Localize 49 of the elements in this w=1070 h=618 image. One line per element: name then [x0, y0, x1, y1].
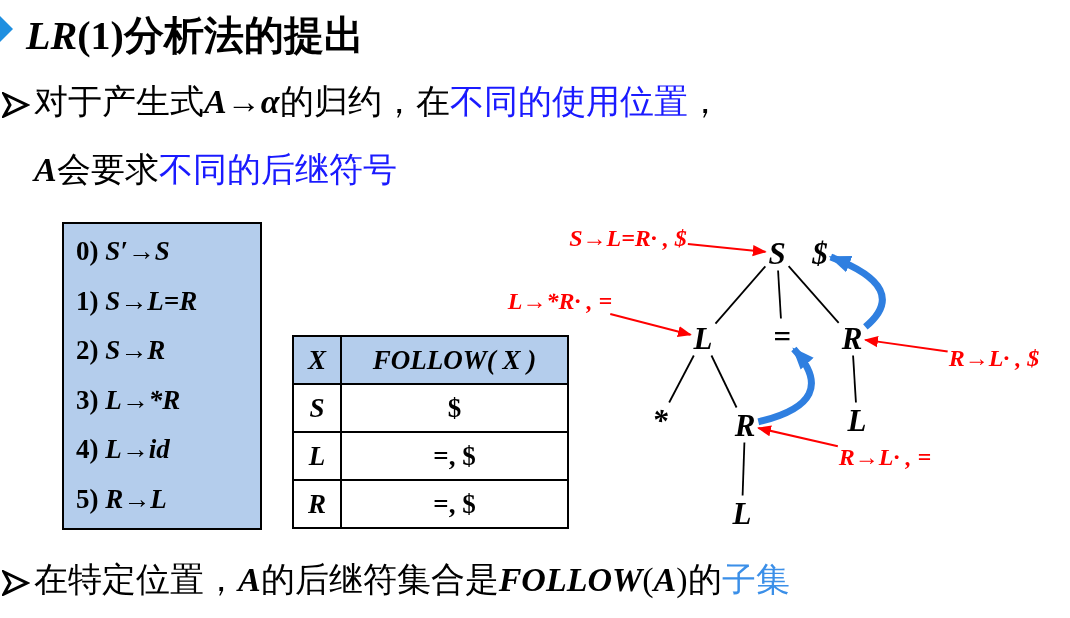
table-cell: $ [341, 384, 568, 432]
tree-symbol: R [732, 408, 758, 442]
production-rule: 1) S→L=R [76, 287, 198, 315]
arrow [863, 336, 949, 353]
sentence-text: ， [687, 83, 722, 120]
tree-branch [777, 269, 782, 320]
sentence-text: 不同的后继符号 [158, 151, 397, 188]
arrow [757, 425, 839, 448]
tree-branch [852, 354, 857, 404]
tree-symbol: L [691, 321, 715, 355]
tree-branch [710, 354, 738, 409]
tree-branch [741, 441, 746, 497]
table-cell: X [293, 336, 341, 384]
tree-symbol: * [650, 403, 670, 437]
production-rule: 4) L→id [76, 436, 170, 463]
production-rule: 3) L→*R [76, 386, 181, 414]
sentence-text: 对于产生式A→α的归约，在 [34, 83, 450, 120]
curved-arrow [828, 253, 886, 330]
table-cell: =, $ [341, 432, 568, 480]
item-annotation: S→L=R· , $ [569, 226, 687, 250]
sentence-text: A会要求 [34, 151, 159, 188]
sentence-text: 在特定位置，A的后继符集合是FOLLOW(A)的 [34, 561, 722, 598]
item-annotation: R→L· , = [838, 445, 932, 469]
curved-arrow [757, 346, 815, 426]
arrow [686, 243, 767, 257]
production-rule: 0) S′→S [76, 238, 170, 265]
table-cell: =, $ [341, 480, 568, 528]
title: LR(1)分析法的提出 [26, 12, 364, 60]
tree-branch [668, 354, 695, 404]
tree-symbol: R [839, 321, 865, 355]
table-cell: L [293, 432, 341, 480]
table-cell: FOLLOW( X ) [341, 336, 568, 384]
arrow [609, 313, 692, 338]
production-rule: 2) S→R [76, 337, 166, 364]
tree-symbol: L [730, 496, 754, 530]
tree-branch [787, 265, 840, 324]
tree-branch [714, 265, 767, 325]
sentence-text: 不同的使用位置 [449, 83, 688, 120]
item-annotation: R→L· , $ [948, 346, 1040, 370]
tree-symbol: S [766, 236, 788, 270]
tree-symbol: = [771, 319, 793, 353]
tree-symbol: L [845, 403, 869, 437]
production-rule: 5) R→L [76, 485, 167, 513]
grammar-box [62, 222, 262, 530]
tree-symbol: $ [810, 236, 830, 270]
table-cell: S [293, 384, 341, 432]
table-cell: R [293, 480, 341, 528]
item-annotation: L→*R· , = [507, 289, 613, 313]
sentence-text: 子集 [721, 561, 790, 598]
